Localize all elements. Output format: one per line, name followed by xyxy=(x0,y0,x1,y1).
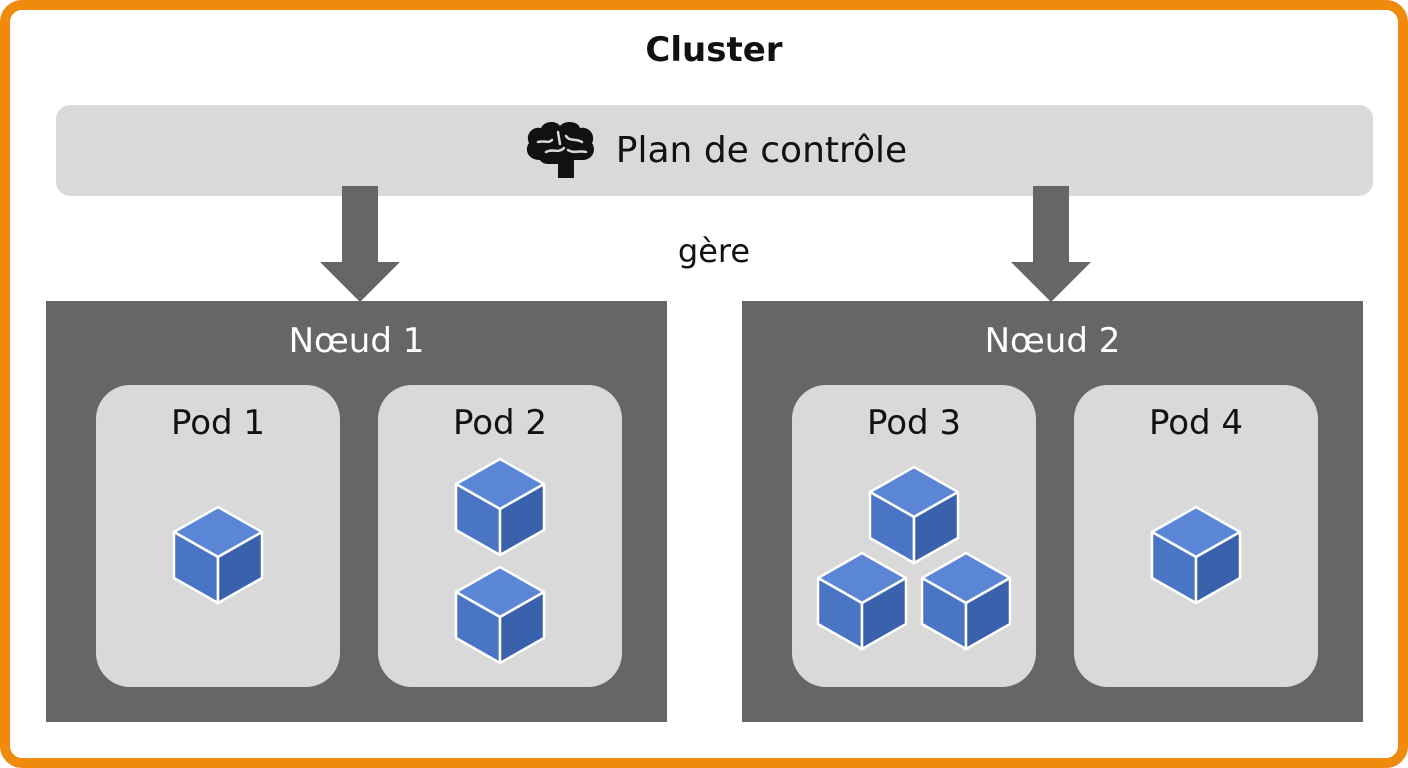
node-label: Nœud 2 xyxy=(984,321,1121,361)
brain-icon xyxy=(526,121,594,178)
node-label: Nœud 1 xyxy=(288,321,425,361)
container-cube-icon xyxy=(816,551,908,651)
container-cube-icon xyxy=(172,505,264,605)
container-cube-icon xyxy=(1150,505,1242,605)
node-1: Nœud 1 Pod 1 Pod 2 xyxy=(46,301,667,722)
cluster-title: Cluster xyxy=(645,30,783,70)
container-cube-icon xyxy=(454,457,546,557)
node-2: Nœud 2 Pod 3 Pod 4 xyxy=(742,301,1363,722)
container-cube-icon xyxy=(454,565,546,665)
container-cube-icon xyxy=(868,465,960,565)
arrow-to-node-1 xyxy=(320,186,400,302)
arrow-to-node-2 xyxy=(1011,186,1091,302)
pod-2: Pod 2 xyxy=(378,385,622,687)
container-cube-icon xyxy=(920,551,1012,651)
control-plane-label: Plan de contrôle xyxy=(615,130,908,171)
pod-label: Pod 1 xyxy=(170,403,266,443)
pod-label: Pod 3 xyxy=(866,403,962,443)
pod-label: Pod 4 xyxy=(1148,403,1244,443)
control-plane: Plan de contrôle xyxy=(56,105,1373,196)
pod-4: Pod 4 xyxy=(1074,385,1318,687)
relation-label: gère xyxy=(677,232,751,270)
pod-1: Pod 1 xyxy=(96,385,340,687)
pod-3: Pod 3 xyxy=(792,385,1036,687)
pod-label: Pod 2 xyxy=(452,403,548,443)
